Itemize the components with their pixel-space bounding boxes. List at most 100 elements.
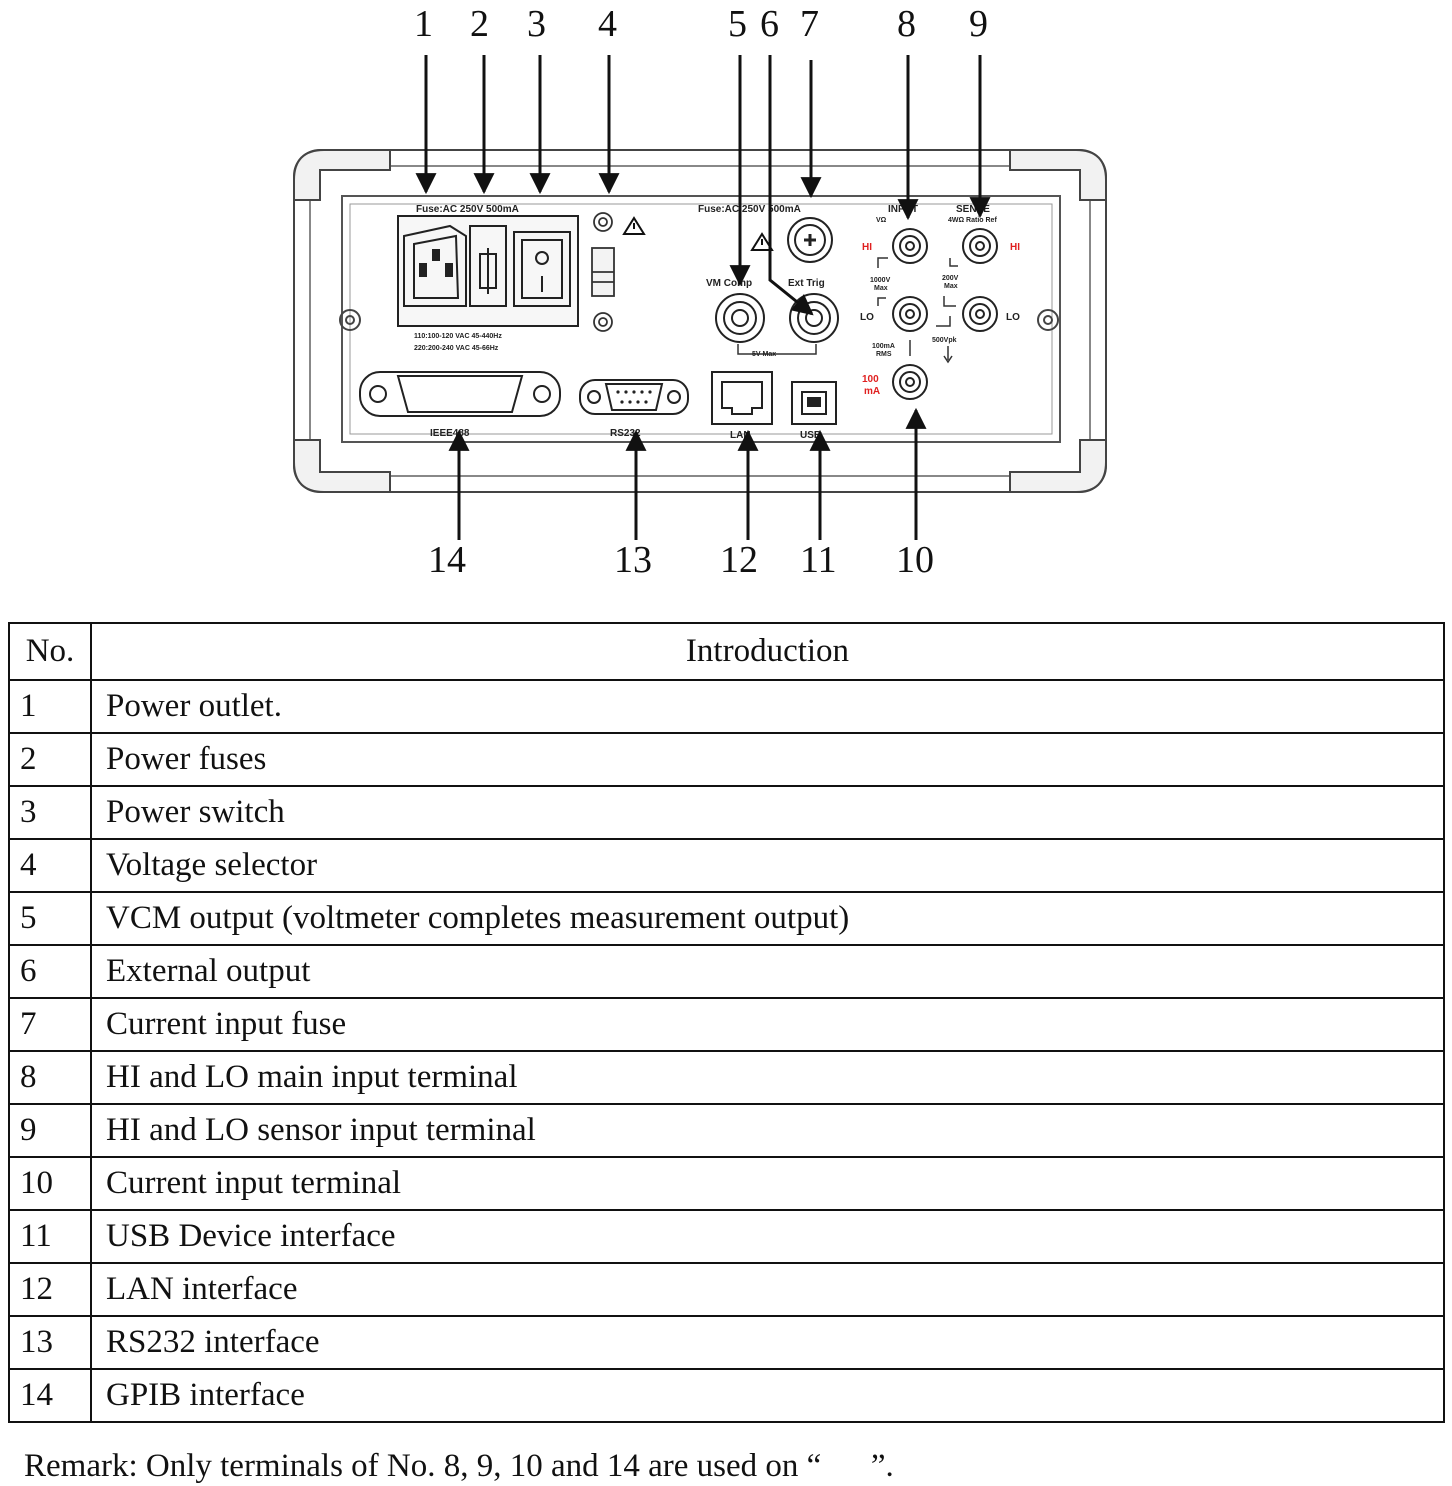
bnc-note: 5V Max (752, 351, 776, 358)
fuse-holder-icon (469, 225, 507, 307)
power-outlet-icon (403, 224, 467, 307)
row-text: External output (90, 944, 1445, 999)
sense-lo-terminal (962, 296, 998, 332)
vm-comp-label: VM Comp (706, 278, 752, 289)
voltage-range-line-2: 220:200-240 VAC 45-66Hz (414, 345, 499, 352)
row-number: 9 (8, 1103, 92, 1158)
callout-4: 4 (598, 3, 617, 45)
pk500-label: 500Vpk (932, 337, 957, 344)
row-number: 11 (8, 1209, 92, 1264)
current-terminal (892, 364, 928, 400)
row-number: 8 (8, 1050, 92, 1105)
row-number: 13 (8, 1315, 92, 1370)
callout-6: 6 (760, 3, 779, 45)
lan-port (711, 371, 773, 425)
row-number: 2 (8, 732, 92, 787)
column-header-introduction: Introduction (90, 622, 1445, 681)
row-text: LAN interface (90, 1262, 1445, 1317)
current-100-label: 100 (862, 374, 879, 385)
lo-right-label: LO (1006, 312, 1020, 323)
ext-trig-label: Ext Trig (788, 278, 825, 289)
ma-rms-label-2: RMS (876, 351, 892, 358)
row-number: 4 (8, 838, 92, 893)
row-number: 1 (8, 679, 92, 734)
voltage-selector (591, 212, 615, 332)
callout-9: 9 (969, 3, 988, 45)
instrument-body (293, 149, 1107, 493)
callout-10: 10 (896, 539, 934, 581)
row-text: Voltage selector (90, 838, 1445, 893)
row-text: RS232 interface (90, 1315, 1445, 1370)
row-text: Current input fuse (90, 997, 1445, 1052)
callout-14: 14 (428, 539, 466, 581)
input-label: INPUT (888, 204, 918, 215)
row-text: Current input terminal (90, 1156, 1445, 1211)
row-number: 14 (8, 1368, 92, 1423)
sense-label: SENSE (956, 204, 990, 215)
current-ma-label: mA (864, 386, 880, 397)
sense-hi-terminal (962, 228, 998, 264)
callout-arrows (415, 55, 991, 540)
callout-3: 3 (527, 3, 546, 45)
callout-13: 13 (614, 539, 652, 581)
row-text: USB Device interface (90, 1209, 1445, 1264)
v200-max-label: Max (944, 283, 958, 290)
usb-label: USB (800, 430, 821, 441)
callout-7: 7 (800, 3, 819, 45)
ma-rms-label: 100mA (872, 343, 895, 350)
fuse-label-current: Fuse:AC 250V 500mA (698, 204, 801, 215)
sense-sub-label: 4WΩ Ratio Ref (948, 217, 997, 224)
column-header-no: No. (8, 622, 92, 681)
callout-1: 1 (414, 3, 433, 45)
row-text: HI and LO sensor input terminal (90, 1103, 1445, 1158)
v1000-label: 1000V (870, 277, 891, 284)
table-header-row: No. Introduction (8, 622, 1445, 681)
row-text: Power switch (90, 785, 1445, 840)
row-number: 7 (8, 997, 92, 1052)
row-number: 12 (8, 1262, 92, 1317)
row-text: Power outlet. (90, 679, 1445, 734)
terminal-guides (877, 257, 958, 364)
row-number: 10 (8, 1156, 92, 1211)
input-lo-terminal (892, 296, 928, 332)
warning-icon-2 (750, 232, 774, 251)
ieee488-label: IEEE488 (430, 428, 470, 439)
v200-label: 200V (942, 275, 959, 282)
remark-text: Remark: Only terminals of No. 8, 9, 10 a… (24, 1448, 894, 1484)
warning-icon (622, 216, 646, 235)
row-number: 3 (8, 785, 92, 840)
input-hi-terminal (892, 228, 928, 264)
row-text: VCM output (voltmeter completes measurem… (90, 891, 1445, 946)
callout-12: 12 (720, 539, 758, 581)
fuse-label-power: Fuse:AC 250V 500mA (416, 204, 519, 215)
rear-panel-diagram: Fuse:AC 250V 500mA 110:100-120 VAC 45-44… (293, 3, 1107, 581)
row-text: GPIB interface (90, 1368, 1445, 1423)
row-text: Power fuses (90, 732, 1445, 787)
ext-trig-bnc (789, 293, 839, 343)
row-number: 6 (8, 944, 92, 999)
callout-5: 5 (728, 3, 747, 45)
row-text: HI and LO main input terminal (90, 1050, 1445, 1105)
voltage-range-line-1: 110:100-120 VAC 45-440Hz (414, 333, 502, 340)
ieee488-port (359, 371, 561, 417)
hi-left-label: HI (862, 242, 872, 253)
row-number: 5 (8, 891, 92, 946)
v1000-max-label: Max (874, 285, 888, 292)
power-module (397, 215, 579, 327)
callout-2: 2 (470, 3, 489, 45)
input-sub-label: VΩ (876, 217, 887, 224)
